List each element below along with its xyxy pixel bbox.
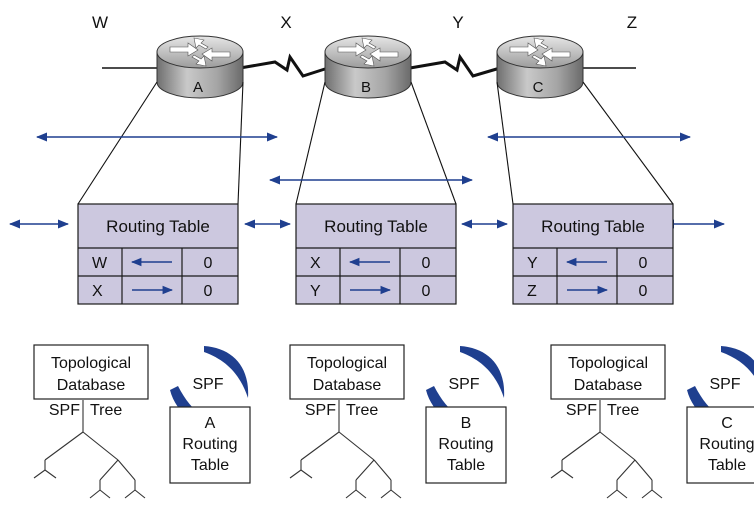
spf-tree: SPF Tree (289, 400, 402, 499)
topo-db-line-2: Database (57, 377, 126, 394)
network-label-x: X (280, 13, 291, 32)
router-a: A (156, 35, 244, 99)
table-net: Z (527, 283, 537, 300)
router-b: B (324, 35, 412, 99)
spf-tree-label-spf: SPF (305, 402, 336, 419)
router-top (156, 35, 244, 69)
table-cost: 0 (422, 283, 431, 300)
topo-db-line-1: Topological (51, 355, 131, 372)
spf-label: SPF (709, 376, 740, 393)
table-net: W (92, 255, 108, 272)
table-cost: 0 (639, 255, 648, 272)
table-cost: 0 (204, 283, 213, 300)
topo-db-line-2: Database (574, 377, 643, 394)
network-label-y: Y (452, 13, 463, 32)
table-cost: 0 (204, 255, 213, 272)
table-net: Y (527, 255, 538, 272)
network-label-z: Z (627, 13, 637, 32)
table-net: X (310, 255, 321, 272)
result-table-line: Routing (182, 436, 237, 453)
result-table-line: Routing (438, 436, 493, 453)
result-table-line: C (721, 415, 733, 432)
result-table-line: Routing (699, 436, 754, 453)
table-cost: 0 (639, 283, 648, 300)
router-c: C (496, 35, 584, 99)
table-net: Y (310, 283, 321, 300)
spf-tree-label-spf: SPF (49, 402, 80, 419)
spf-tree: SPF Tree (550, 400, 663, 499)
result-table-line: Table (191, 457, 229, 474)
routing-table-title: Routing Table (324, 217, 428, 236)
spf-arc-icon: SPF (170, 346, 249, 430)
spf-label: SPF (448, 376, 479, 393)
router-name: C (533, 79, 544, 96)
result-table-line: Table (708, 457, 746, 474)
table-net: X (92, 283, 103, 300)
spf-tree-label-spf: SPF (566, 402, 597, 419)
funnel-lines (77, 81, 674, 205)
routing-table-title: Routing Table (106, 217, 210, 236)
spf-tree: SPF Tree (33, 400, 146, 499)
router-arrows-icon (169, 37, 231, 67)
serial-link-y (409, 53, 501, 78)
result-table-line: Table (447, 457, 485, 474)
result-table-line: B (461, 415, 472, 432)
topo-db-line-1: Topological (307, 355, 387, 372)
spf-label: SPF (192, 376, 223, 393)
topo-db-line-2: Database (313, 377, 382, 394)
serial-link-x (239, 53, 329, 78)
spf-tree-label-tree: Tree (90, 402, 122, 419)
router-arrows-icon (509, 37, 571, 67)
flood-arrows (8, 132, 726, 229)
router-arrows-icon (337, 37, 399, 67)
router-name: B (361, 79, 371, 96)
router-name: A (193, 79, 203, 96)
topo-db-line-1: Topological (568, 355, 648, 372)
result-table-line: A (205, 415, 216, 432)
spf-arc-icon: SPF (687, 346, 754, 430)
table-cost: 0 (422, 255, 431, 272)
spf-arc-icon: SPF (426, 346, 505, 430)
spf-tree-label-tree: Tree (607, 402, 639, 419)
routing-table-title: Routing Table (541, 217, 645, 236)
network-label-w: W (92, 13, 108, 32)
router-top (496, 35, 584, 69)
router-top (324, 35, 412, 69)
spf-tree-label-tree: Tree (346, 402, 378, 419)
